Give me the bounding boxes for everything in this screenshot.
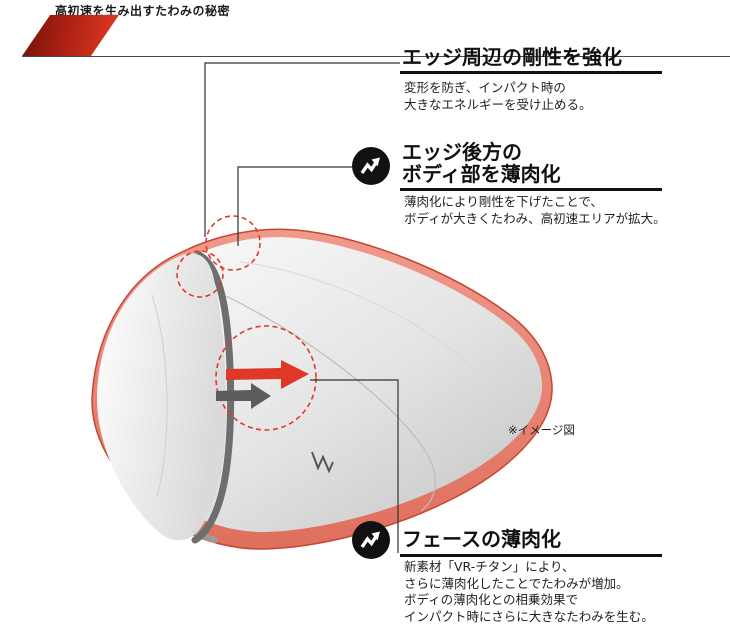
heading-line: ボディ部を薄肉化 (402, 162, 561, 186)
face-contour-line (151, 294, 168, 498)
crown-contour-line (239, 261, 479, 373)
callout-body-thinning-heading: エッジ後方の ボディ部を薄肉化 (402, 141, 561, 185)
desc-line: 薄肉化により剛性を下げたことで、 (404, 194, 603, 209)
leader-line-face-thinning (310, 379, 399, 553)
leader-line-body-thinning (237, 166, 352, 246)
image-note: ※イメージ図 (508, 423, 575, 437)
dashed-highlight-face-center (215, 325, 317, 431)
body-contour-line (225, 295, 436, 512)
fold-mark (311, 451, 334, 474)
callout-body-thinning-underline (400, 188, 662, 191)
callout-edge-rigidity-heading: エッジ周辺の剛性を強化 (402, 45, 622, 69)
gray-flex-arrow (216, 383, 271, 409)
callout-edge-rigidity-desc: 変形を防ぎ、インパクト時の 大きなエネルギーを受け止める。 (404, 79, 592, 113)
dashed-highlight-face-top (176, 250, 224, 298)
heading-line: エッジ後方の (402, 140, 522, 164)
callout-face-thinning-desc: 新素材「VR-チタン」により、 さらに薄肉化したことでたわみが増加。 ボディの薄… (404, 559, 654, 625)
callout-face-thinning-heading: フェースの薄肉化 (402, 527, 561, 551)
callout-body-thinning-desc: 薄肉化により剛性を下げたことで、 ボディが大きくたわみ、高初速エリアが拡大。 (404, 193, 666, 227)
desc-line: 変形を防ぎ、インパクト時の (404, 80, 566, 95)
flex-arrow-icon (352, 521, 390, 559)
desc-line: 新素材「VR-チタン」により、 (404, 559, 575, 574)
desc-line: ボディが大きくたわみ、高初速エリアが拡大。 (404, 211, 666, 226)
desc-line: 大きなエネルギーを受け止める。 (404, 97, 592, 112)
flex-arrow-icon (352, 147, 390, 185)
page-title: 高初速を生み出すたわみの秘密 (55, 4, 231, 18)
desc-line: ボディの薄肉化との相乗効果で (404, 592, 579, 607)
desc-line: インパクト時にさらに大きなたわみを生む。 (404, 608, 654, 624)
callout-face-thinning-underline (400, 554, 662, 557)
callout-edge-rigidity-underline (400, 71, 662, 74)
red-flex-arrow (226, 360, 309, 389)
header-divider (22, 56, 730, 57)
leader-line-edge-rigidity (204, 62, 400, 237)
club-face (96, 253, 227, 541)
dashed-highlight-top-edge (205, 215, 261, 271)
desc-line: さらに薄肉化したことでたわみが増加。 (404, 575, 629, 591)
